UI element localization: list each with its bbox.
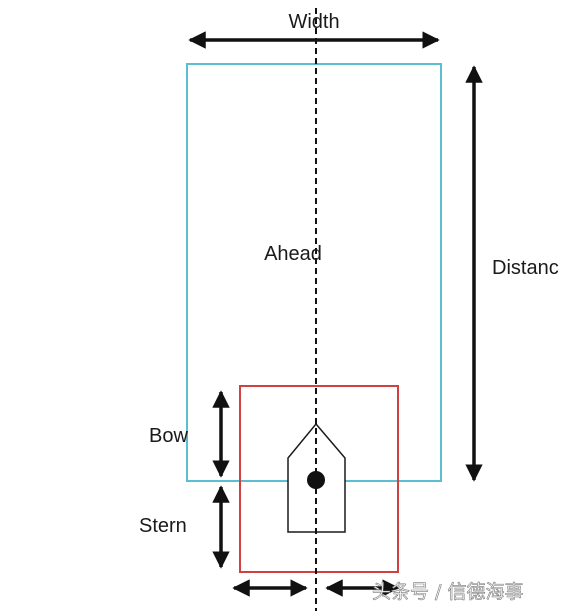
ship-position-dot [307,471,325,489]
ahead-zone-rect [186,63,442,482]
stern-label: Stern [139,515,187,537]
ahead-label: Ahead [264,243,322,265]
ship-zone-rect [239,385,399,573]
bow-label: Bow [149,425,188,447]
watermark-text: 头条号 / 信德海事 [372,581,523,603]
distance-label: Distanc [492,257,559,279]
width-label: Width [288,11,339,33]
